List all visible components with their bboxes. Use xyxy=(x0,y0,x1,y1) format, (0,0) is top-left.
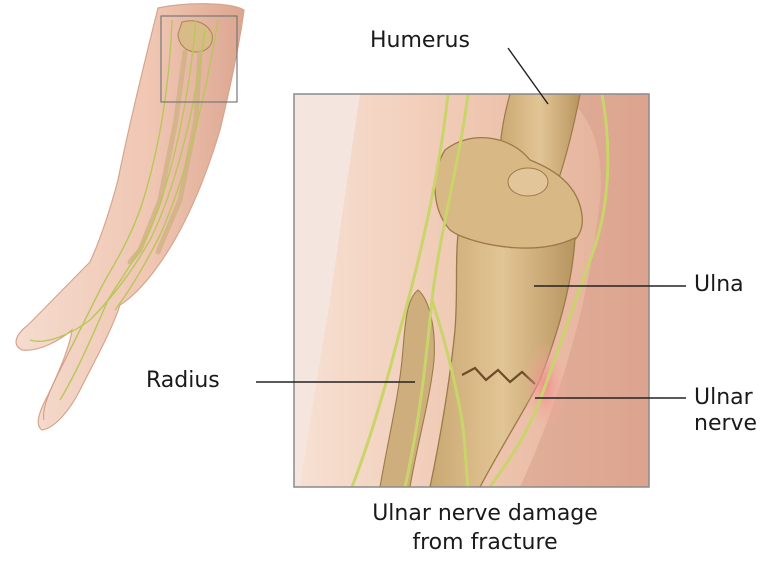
label-ulnar-nerve-line2: nerve xyxy=(694,411,757,437)
label-humerus: Humerus xyxy=(370,28,470,54)
label-ulna: Ulna xyxy=(694,272,744,298)
olecranon xyxy=(508,168,548,196)
inset-view xyxy=(294,94,649,487)
label-ulnar-nerve: Ulnar nerve xyxy=(694,385,757,437)
arm-thumbnail xyxy=(16,4,244,430)
caption-line1: Ulnar nerve damage xyxy=(300,500,670,529)
label-ulnar-nerve-line1: Ulnar xyxy=(694,385,757,411)
caption-line2: from fracture xyxy=(300,529,670,558)
label-radius: Radius xyxy=(146,368,220,394)
figure-caption: Ulnar nerve damage from fracture xyxy=(300,500,670,557)
